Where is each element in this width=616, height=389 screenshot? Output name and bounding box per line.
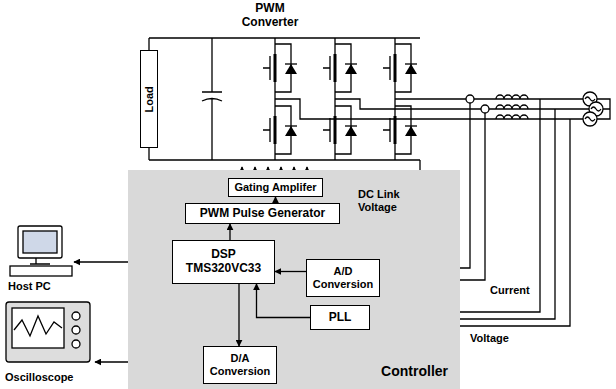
inductor-symbol xyxy=(496,115,528,119)
region-title: Controller xyxy=(381,363,448,379)
load-box: Load xyxy=(140,50,158,148)
converter-title: PWM Converter xyxy=(235,2,305,30)
pwm-generator-box: PWM Pulse Generator xyxy=(185,203,340,224)
adc-box: A/D Conversion xyxy=(306,259,380,297)
box-label: PLL xyxy=(329,311,352,325)
device-label: Host PC xyxy=(8,280,78,293)
box-label: Gating Amplifer xyxy=(234,181,316,194)
signal-label: DC Link Voltage xyxy=(358,188,414,213)
inductor-symbol xyxy=(496,95,528,99)
dsp-box: DSP TMS320VC33 xyxy=(172,240,275,284)
box-label: DSP TMS320VC33 xyxy=(177,248,270,276)
signal-label: Voltage xyxy=(470,332,530,345)
box-label: Load xyxy=(143,86,156,112)
pll-box: PLL xyxy=(310,305,370,330)
controller-region: Controller Gating AmpliferPWM Pulse Gener… xyxy=(128,170,460,389)
signal-label: Current xyxy=(490,284,540,297)
device-label: Oscilloscope xyxy=(5,371,85,384)
inductor-symbol xyxy=(496,105,528,109)
box-label: A/D Conversion xyxy=(311,265,375,290)
gating-amplifier-box: Gating Amplifer xyxy=(228,178,323,197)
box-label: D/A Conversion xyxy=(208,352,272,377)
box-label: PWM Pulse Generator xyxy=(200,207,325,221)
dac-box: D/A Conversion xyxy=(203,346,277,384)
